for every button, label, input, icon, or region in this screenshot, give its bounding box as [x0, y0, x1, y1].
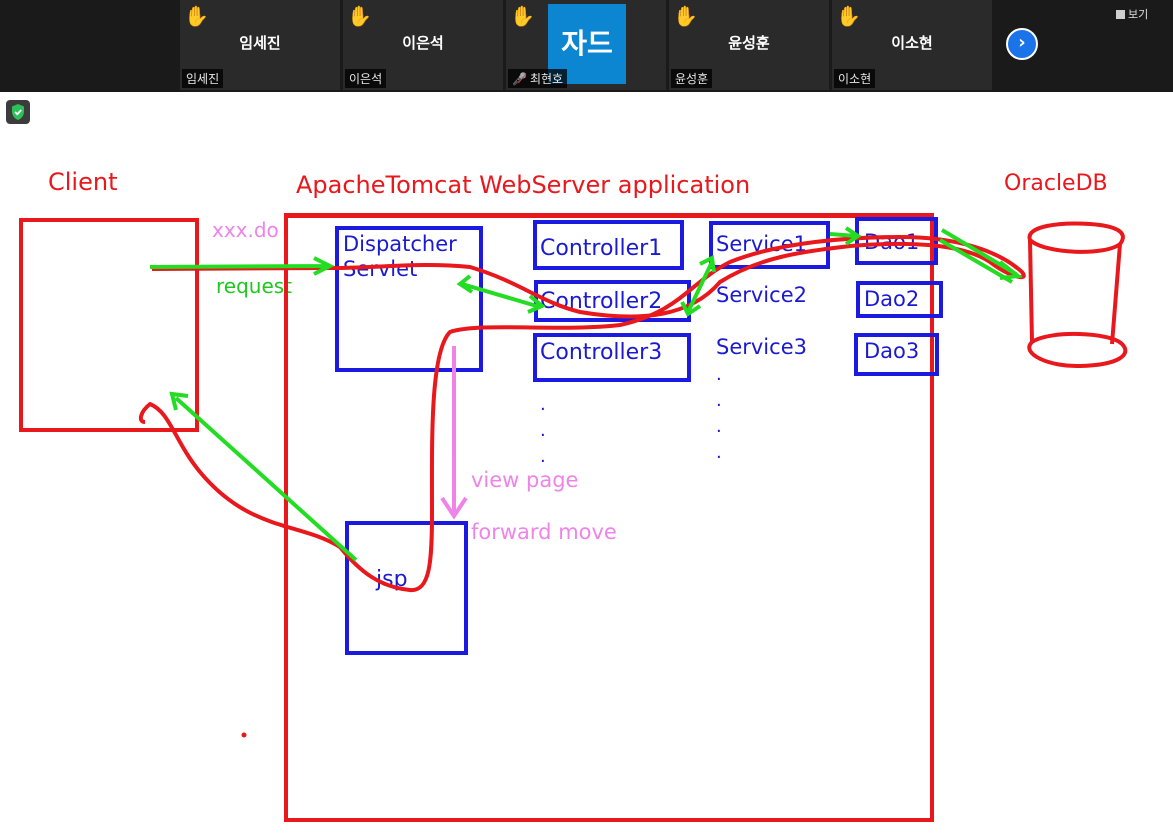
dao-box — [854, 333, 939, 376]
client-box — [19, 218, 199, 432]
ellipsis-dot: . — [716, 364, 722, 385]
muted-mic-icon: 🎤̸ — [512, 72, 527, 86]
request-url-label: xxx.do — [212, 218, 279, 242]
service-dao-arrow — [829, 226, 862, 246]
request-arrow — [149, 256, 335, 276]
db-label: OracleDB — [1004, 171, 1108, 196]
forward-move-label: forward move — [471, 520, 617, 544]
request-label: request — [216, 274, 293, 298]
view-button[interactable]: 보기 — [1116, 6, 1148, 22]
raised-hand-icon: ✋ — [347, 4, 372, 28]
participant-tag: 이은석 — [345, 69, 387, 88]
service-label: Service2 — [716, 283, 807, 307]
raised-hand-icon: ✋ — [510, 4, 535, 28]
participant-tag: 임세진 — [182, 69, 224, 88]
whiteboard-canvas[interactable]: Client ApacheTomcat WebServer applicatio… — [0, 92, 1173, 836]
dao-box — [856, 281, 943, 318]
controller-box — [533, 220, 684, 270]
participant-name: 이소현 — [891, 34, 933, 52]
service-label: Service3 — [716, 335, 807, 359]
dao-label: Dao3 — [864, 339, 920, 363]
controller-label: Controller3 — [540, 340, 663, 365]
ellipsis-dot: . — [716, 416, 722, 437]
participant-tag: 🎤̸최현호 — [508, 69, 568, 88]
participant-tag-name: 최현호 — [529, 72, 564, 86]
oracle-db-cylinder — [1027, 221, 1128, 369]
view-page-label: view page — [471, 468, 579, 492]
ellipsis-dot: . — [716, 390, 722, 411]
participant-tile[interactable]: ✋ 자드 🎤̸최현호 — [506, 0, 666, 90]
controller-label: Controller1 — [540, 236, 663, 261]
ellipsis-dot: . — [540, 446, 546, 467]
participant-tile[interactable]: ✋ 이소현 이소현 — [832, 0, 992, 90]
freehand-strokes — [138, 213, 1128, 738]
raised-hand-icon: ✋ — [184, 4, 209, 28]
participant-name: 임세진 — [239, 34, 281, 52]
forward-arrow — [440, 346, 468, 520]
dispatcher-label: Dispatcher Servlet — [343, 232, 457, 281]
participant-tag: 윤성훈 — [671, 69, 713, 88]
service-box — [709, 221, 830, 269]
participant-name: 이은석 — [402, 34, 444, 52]
security-shield-icon[interactable] — [6, 100, 30, 124]
chevron-right-icon: › — [1018, 32, 1026, 53]
dao-box — [855, 217, 938, 265]
view-label: 보기 — [1128, 8, 1149, 21]
raised-hand-icon: ✋ — [673, 4, 698, 28]
participant-tile[interactable]: ✋ 임세진 임세진 — [180, 0, 340, 90]
controller-box — [533, 333, 691, 382]
participant-tag: 이소현 — [834, 69, 876, 88]
dao-db-arrow — [938, 228, 1024, 284]
participant-tile[interactable]: ✋ 윤성훈 윤성훈 — [669, 0, 829, 90]
dao-label: Dao2 — [864, 287, 920, 311]
response-arrow — [169, 391, 358, 562]
controller-service-arrow — [680, 254, 716, 317]
dispatcher-controller-arrow — [456, 274, 546, 314]
controller-label: Controller2 — [540, 289, 663, 314]
ellipsis-dot: . — [716, 442, 722, 463]
ellipsis-dot: . — [540, 420, 546, 441]
grid-icon — [1116, 10, 1125, 19]
dispatcher-servlet-box — [335, 226, 483, 372]
next-page-button[interactable]: › — [1006, 28, 1038, 60]
request-flow-curve — [138, 235, 1026, 593]
red-dot — [241, 732, 247, 738]
server-label: ApacheTomcat WebServer application — [296, 171, 751, 199]
participant-strip: ✋ 임세진 임세진 ✋ 이은석 이은석 ✋ 자드 🎤̸최현호 ✋ 윤성훈 윤성훈… — [0, 0, 1173, 92]
raised-hand-icon: ✋ — [836, 4, 861, 28]
participant-name: 윤성훈 — [728, 34, 770, 52]
jsp-box — [345, 521, 468, 655]
client-label: Client — [48, 168, 118, 196]
participant-tile[interactable]: ✋ 이은석 이은석 — [343, 0, 503, 90]
ellipsis-dot: . — [540, 394, 546, 415]
